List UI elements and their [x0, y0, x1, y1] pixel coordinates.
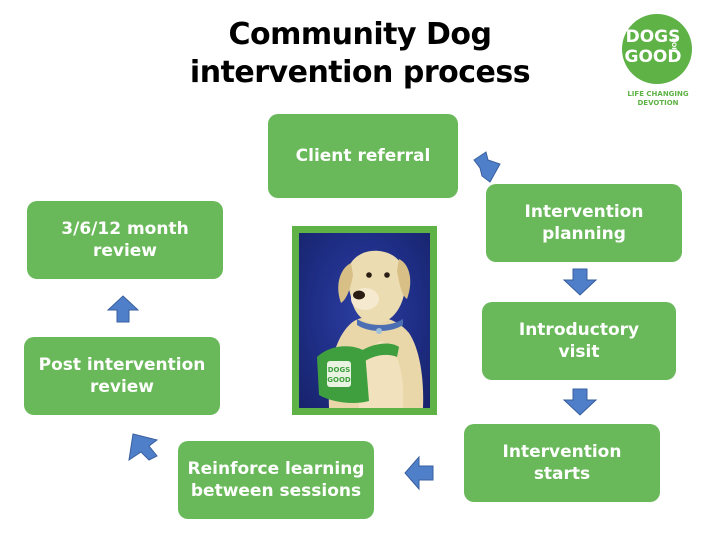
title-line-1: Community Dog: [228, 17, 492, 52]
dog-eye-right: [384, 272, 390, 278]
logo-circle: DOGS FOR GOOD: [622, 14, 692, 84]
dog-photo-frame: DOGS GOOD: [292, 226, 437, 415]
step-reinforce-learning: Reinforce learning between sessions: [178, 441, 374, 519]
dog-ear-left: [338, 263, 353, 303]
arrow-up-icon: [106, 295, 140, 323]
arrow-down-icon: [562, 388, 598, 416]
step-client-referral: Client referral: [268, 114, 458, 198]
step-label-line: review: [89, 377, 155, 397]
dog-vest-strap: [361, 343, 399, 361]
step-intervention-planning: Intervention planning: [486, 184, 682, 262]
dog-tag: [376, 328, 382, 334]
logo-text-dogs: DOGS: [625, 27, 681, 47]
step-label-line: Post intervention: [38, 355, 206, 375]
step-label-line: Reinforce learning: [187, 459, 365, 479]
step-label-line: between sessions: [190, 481, 362, 501]
step-label-line: review: [92, 241, 158, 261]
step-introductory-visit: Introductory visit: [482, 302, 676, 380]
step-label-line: 3/6/12 month: [61, 219, 189, 239]
slide-title: Community Dog intervention process: [140, 16, 580, 92]
dogs-for-good-logo: DOGS FOR GOOD LIFE CHANGING DEVOTION: [612, 14, 704, 114]
step-label-line: starts: [533, 464, 591, 484]
step-label-line: visit: [558, 342, 600, 362]
dog-head: [346, 250, 406, 324]
dog-ear-right: [397, 259, 411, 299]
logo-tagline-line-2: DEVOTION: [637, 99, 679, 107]
dog-collar: [357, 319, 403, 331]
dog-muzzle: [351, 288, 379, 310]
dog-illustration: DOGS GOOD: [317, 250, 424, 408]
step-label-line: Introductory: [518, 320, 640, 340]
step-label-line: Client referral: [295, 146, 431, 166]
logo-tagline-line-1: LIFE CHANGING: [627, 90, 689, 98]
arrow-left-icon: [404, 455, 434, 491]
dog-photo: DOGS GOOD: [299, 233, 430, 408]
step-label-line: Intervention: [502, 442, 622, 462]
title-line-2: intervention process: [189, 55, 531, 90]
arrow-down-right-icon: [473, 151, 501, 183]
arrow-up-left-icon: [128, 433, 159, 462]
vest-text-good: GOOD: [327, 376, 351, 384]
step-label-line: planning: [542, 224, 626, 244]
step-label-line: Intervention: [524, 202, 644, 222]
arrow-down-icon: [562, 268, 598, 296]
vest-text-dogs: DOGS: [328, 366, 351, 374]
logo-tagline: LIFE CHANGING DEVOTION: [612, 90, 704, 108]
vest-patch: [327, 361, 351, 387]
step-month-review: 3/6/12 month review: [27, 201, 223, 279]
step-post-intervention-review: Post intervention review: [24, 337, 220, 415]
logo-text-good: GOOD: [624, 47, 682, 67]
dog-nose: [353, 290, 365, 300]
dog-eye-left: [366, 272, 372, 278]
step-intervention-starts: Intervention starts: [464, 424, 660, 502]
